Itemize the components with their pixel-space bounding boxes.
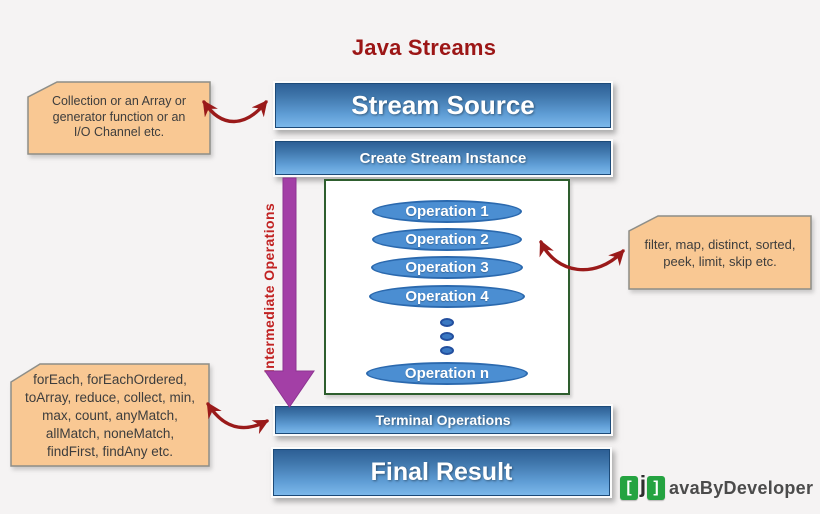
source-connector-arrow-icon [202, 100, 268, 124]
logo-brackets-icon: [ j ] [620, 471, 668, 502]
operation-3-ellipse: Operation 3 [371, 256, 523, 279]
page-title: Java Streams [351, 35, 497, 60]
source-callout-note: Collection or an Array or generator func… [27, 81, 211, 155]
create-stream-instance-box-face: Create Stream Instance [275, 141, 611, 175]
intermediate-operations-label: Intermediate Operations [261, 202, 277, 374]
terminal-connector-arrow-icon [206, 402, 270, 435]
final-result-box: Final Result [271, 447, 612, 498]
operation-n-ellipse: Operation n [366, 362, 528, 385]
terminal-operations-label: Terminal Operations [375, 412, 511, 428]
logo-j-letter: j [639, 470, 647, 497]
operation-1-ellipse: Operation 1 [372, 200, 522, 223]
intermediate-callout-text: filter, map, distinct, sorted, peek, lim… [644, 237, 796, 269]
operation-4-ellipse: Operation 4 [369, 285, 525, 308]
stream-source-label: Stream Source [351, 90, 535, 120]
terminal-callout-note: forEach, forEachOrdered, toArray, reduce… [10, 363, 210, 467]
logo-bracket-right-icon: ] [647, 475, 665, 500]
javabydeveloper-logo: [ j ] avaByDeveloper [620, 471, 814, 502]
stream-source-box: Stream Source [273, 81, 613, 130]
ellipsis-dot-icon [440, 332, 454, 341]
final-result-label: Final Result [370, 458, 513, 486]
callout-shape [27, 81, 211, 155]
terminal-callout-text: forEach, forEachOrdered, toArray, reduce… [24, 372, 196, 459]
operation-2-ellipse: Operation 2 [372, 228, 522, 251]
stream-source-box-face: Stream Source [275, 83, 611, 128]
callout-shape [10, 363, 210, 467]
operations-panel: Operation 1 Operation 2 Operation 3 Oper… [324, 179, 570, 395]
terminal-operations-box: Terminal Operations [273, 404, 613, 436]
callout-shape [628, 215, 812, 290]
terminal-operations-box-face: Terminal Operations [275, 406, 611, 434]
logo-text: avaByDeveloper [669, 477, 814, 498]
source-callout-text: Collection or an Array or generator func… [51, 94, 187, 139]
final-result-box-face: Final Result [273, 449, 610, 496]
create-stream-instance-label: Create Stream Instance [359, 149, 527, 167]
ellipsis-dot-icon [440, 318, 454, 327]
logo-bracket-left-icon: [ [620, 475, 638, 500]
create-stream-instance-box: Create Stream Instance [273, 139, 613, 177]
intermediate-callout-note: filter, map, distinct, sorted, peek, lim… [628, 215, 812, 290]
ellipsis-dot-icon [440, 346, 454, 355]
